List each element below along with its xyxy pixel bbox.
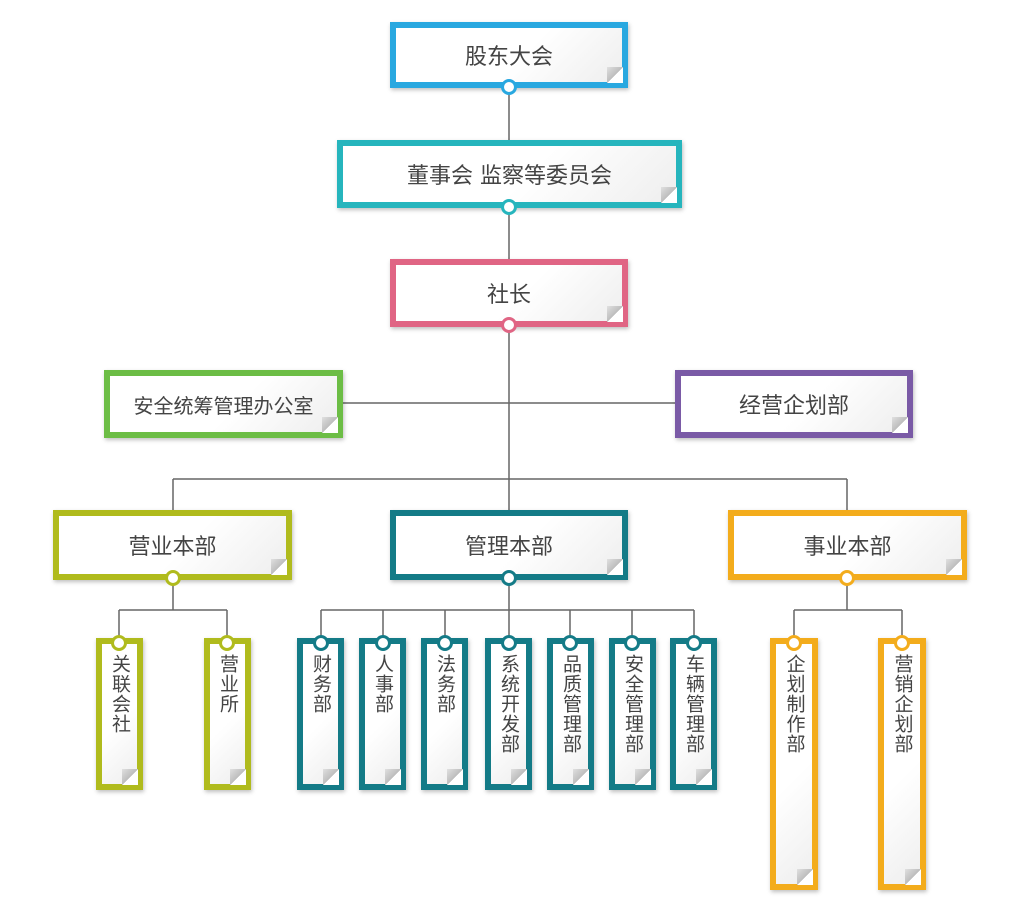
mgmt-child-box: 人事部	[359, 638, 406, 790]
connector-dot	[219, 635, 235, 651]
connector-dot	[501, 570, 517, 586]
board-box: 董事会 监察等委员会	[337, 140, 682, 208]
mgmt-child-box: 品质管理部	[547, 638, 594, 790]
mgmt-child-box: 安全管理部	[609, 638, 656, 790]
sales-child-box: 关联会社	[96, 638, 143, 790]
sales-hq-label: 营业本部	[128, 535, 217, 560]
planning-dept-label: 经营企划部	[738, 394, 849, 419]
connector-dot	[624, 635, 640, 651]
biz-hq-box: 事业本部	[728, 510, 967, 580]
sales-child-label: 营业所	[217, 654, 239, 714]
connector-dot	[375, 635, 391, 651]
connector-dot	[839, 570, 855, 586]
mgmt-child-label: 法务部	[434, 654, 456, 714]
connector-dot	[165, 570, 181, 586]
mgmt-child-box: 法务部	[421, 638, 468, 790]
connector-dot	[501, 79, 517, 95]
connector-dot	[111, 635, 127, 651]
connector-dot	[786, 635, 802, 651]
connector-dot	[501, 635, 517, 651]
mgmt-child-label: 品质管理部	[560, 654, 582, 754]
connector-dot	[686, 635, 702, 651]
mgmt-hq-label: 管理本部	[464, 535, 553, 560]
biz-child-label: 营销企划部	[891, 654, 914, 754]
connector-dot	[501, 199, 517, 215]
safety-office-label: 安全统筹管理办公室	[133, 393, 314, 418]
president-box: 社长	[390, 259, 628, 327]
biz-child-label: 企划制作部	[783, 654, 806, 754]
shareholders-meeting-label: 股东大会	[464, 45, 553, 70]
connector-dot	[501, 317, 517, 333]
connector-dot	[313, 635, 329, 651]
mgmt-child-label: 安全管理部	[622, 654, 644, 754]
safety-office-box: 安全统筹管理办公室	[104, 370, 343, 438]
connector-dot	[894, 635, 910, 651]
biz-child-box: 营销企划部	[878, 638, 926, 890]
mgmt-child-box: 系统开发部	[485, 638, 532, 790]
planning-dept-box: 经营企划部	[675, 370, 913, 438]
connector-dot	[437, 635, 453, 651]
biz-hq-label: 事业本部	[803, 535, 892, 560]
mgmt-child-label: 车辆管理部	[683, 654, 705, 754]
mgmt-child-label: 人事部	[372, 654, 394, 714]
biz-child-box: 企划制作部	[770, 638, 818, 890]
sales-child-label: 关联会社	[109, 654, 131, 734]
sales-child-box: 营业所	[204, 638, 251, 790]
mgmt-child-label: 财务部	[310, 654, 332, 714]
connector-dot	[562, 635, 578, 651]
board-label: 董事会 监察等委员会	[407, 164, 612, 189]
president-label: 社长	[486, 283, 531, 308]
mgmt-child-box: 财务部	[297, 638, 344, 790]
mgmt-child-box: 车辆管理部	[670, 638, 717, 790]
mgmt-child-label: 系统开发部	[498, 654, 520, 754]
